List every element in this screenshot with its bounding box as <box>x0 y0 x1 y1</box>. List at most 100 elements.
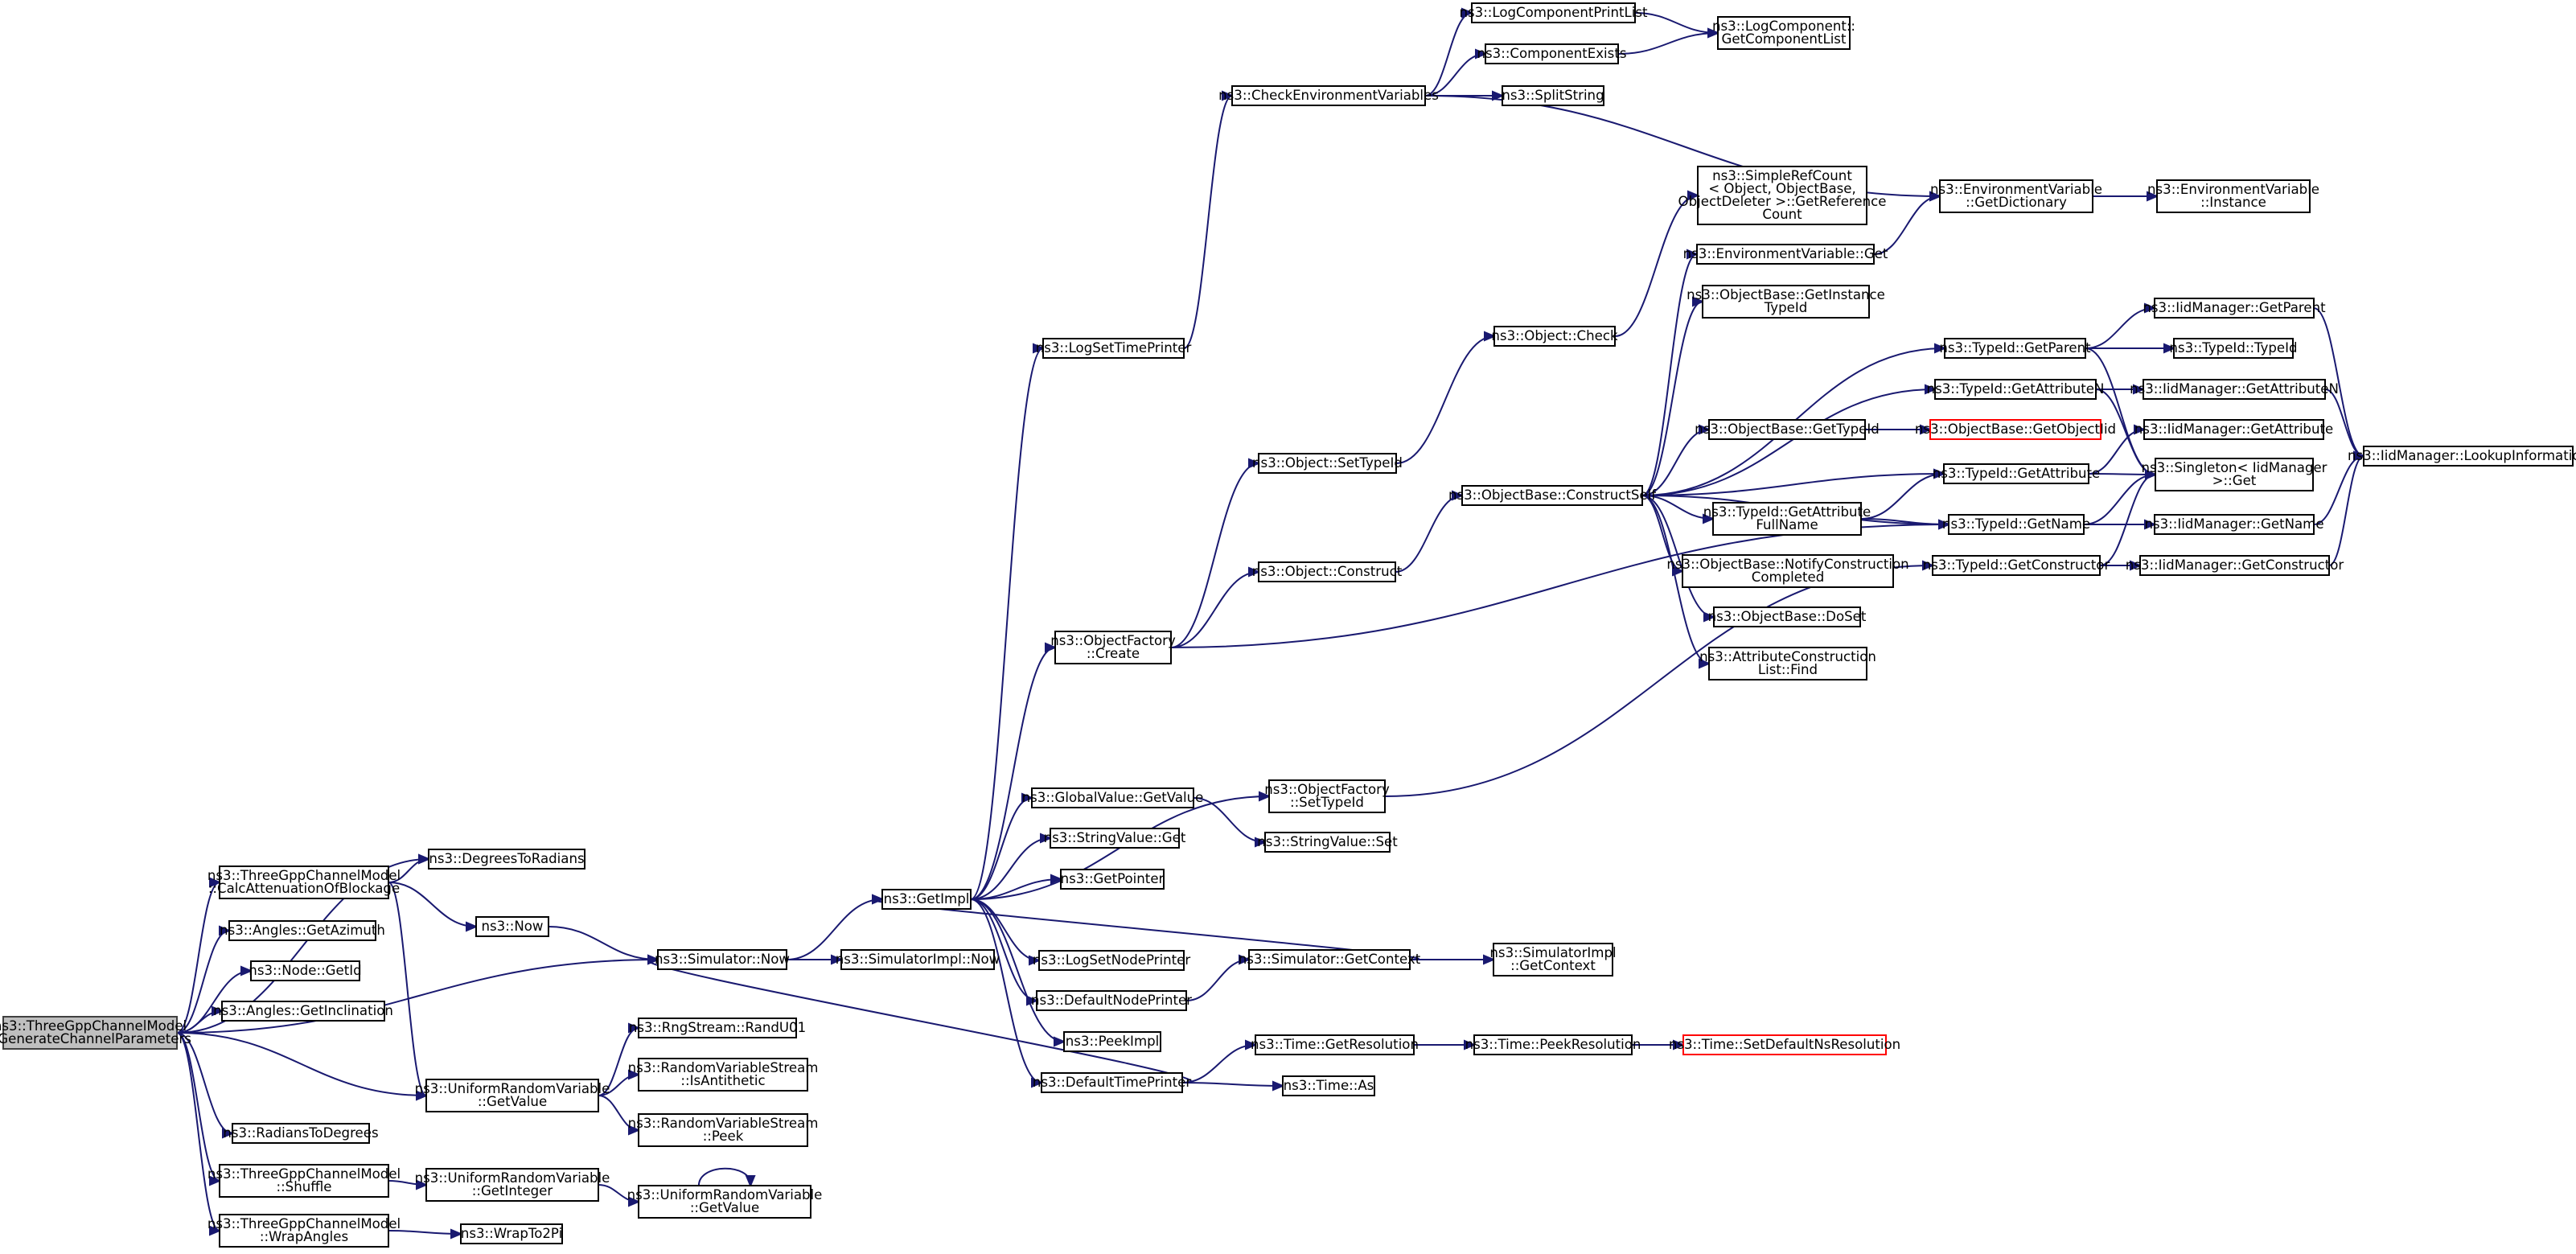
function-node-label: ns3::EnvironmentVariable <box>2147 182 2319 197</box>
function-node-peek[interactable]: ns3::RandomVariableStream::Peek <box>628 1113 819 1147</box>
function-node-box <box>1060 869 1165 890</box>
function-node-tidgetattr[interactable]: ns3::TypeId::GetAttribute <box>1933 463 2100 484</box>
arrow-head <box>628 1069 641 1080</box>
function-node-deg2rad[interactable]: ns3::DegreesToRadians <box>428 849 585 870</box>
function-node-splitstring[interactable]: ns3::SplitString <box>1502 85 1604 106</box>
function-node-urvgetvalue[interactable]: ns3::UniformRandomVariable::GetValue <box>415 1079 610 1112</box>
function-node-objsettypeid[interactable]: ns3::Object::SetTypeId <box>1252 453 1403 474</box>
function-node-isanti[interactable]: ns3::RandomVariableStream::IsAntithetic <box>628 1058 819 1092</box>
function-node-label: ns3::GetImpl <box>884 891 970 907</box>
function-node-simnow[interactable]: ns3::Simulator::Now <box>655 949 790 970</box>
call-edge-logsettp-to-checkenv <box>1183 90 1235 349</box>
function-node-iidgetctor[interactable]: ns3::IidManager::GetConstructor <box>2126 555 2344 576</box>
function-node-rad2deg[interactable]: ns3::RadiansToDegrees <box>223 1123 379 1144</box>
function-node-tidgetctor[interactable]: ns3::TypeId::GetConstructor <box>1923 555 2110 576</box>
function-node-peekimpl[interactable]: ns3::PeekImpl <box>1063 1031 1161 1052</box>
function-node-iidlookup[interactable]: ns3::IidManager::LookupInformation <box>2348 446 2576 467</box>
function-node-compexists[interactable]: ns3::ComponentExists <box>1477 43 1627 64</box>
function-node-shuffle[interactable]: ns3::ThreeGppChannelModel::Shuffle <box>207 1164 401 1198</box>
function-node-defnp[interactable]: ns3::DefaultNodePrinter <box>1031 990 1192 1011</box>
function-node-label: ns3::UniformRandomVariable <box>415 1081 610 1096</box>
function-node-calc[interactable]: ns3::ThreeGppChannelModel::CalcAttenuati… <box>207 865 401 899</box>
function-node-svget[interactable]: ns3::StringValue::Get <box>1044 828 1186 849</box>
function-node-logsettp[interactable]: ns3::LogSetTimePrinter <box>1036 338 1192 359</box>
call-edge-line <box>548 926 659 960</box>
arrow-head <box>1272 1080 1285 1092</box>
call-edge-iidgetctor-to-iidlookup <box>2328 450 2366 566</box>
function-node-simplerefcount[interactable]: ns3::SimpleRefCount< Object, ObjectBase,… <box>1678 166 1887 225</box>
function-node-box <box>1473 1034 1633 1055</box>
function-node-tidtypeid[interactable]: ns3::TypeId::TypeId <box>2169 338 2298 359</box>
function-node-root[interactable]: ns3::ThreeGppChannelModel::GenerateChann… <box>0 1016 191 1050</box>
function-node-iidgetattr[interactable]: ns3::IidManager::GetAttribute <box>2134 419 2333 440</box>
function-node-now[interactable]: ns3::Now <box>475 916 549 937</box>
function-node-iidgetparent[interactable]: ns3::IidManager::GetParent <box>2143 298 2326 319</box>
function-node-obdoset[interactable]: ns3::ObjectBase::DoSet <box>1708 606 1867 627</box>
function-node-timepeekres[interactable]: ns3::Time::PeekResolution <box>1465 1034 1641 1055</box>
function-node-svset[interactable]: ns3::StringValue::Set <box>1257 832 1398 853</box>
function-node-nodegetid[interactable]: ns3::Node::GetId <box>249 960 362 981</box>
function-node-timeas[interactable]: ns3::Time::As <box>1282 1075 1375 1096</box>
function-node-label: ns3::UniformRandomVariable <box>627 1187 823 1203</box>
function-node-box <box>1934 379 2097 400</box>
function-node-deftp[interactable]: ns3::DefaultTimePrinter <box>1033 1072 1192 1093</box>
call-edge-line <box>176 1032 427 1096</box>
function-node-tidgetattrn[interactable]: ns3::TypeId::GetAttributeN <box>1927 379 2105 400</box>
arrow-head <box>628 1124 641 1136</box>
function-node-urvgetvalue2[interactable]: ns3::UniformRandomVariable::GetValue <box>627 1185 823 1219</box>
function-node-singleton[interactable]: ns3::Singleton< IidManager>::Get <box>2141 458 2327 491</box>
function-node-urvgetint[interactable]: ns3::UniformRandomVariable::GetInteger <box>415 1168 610 1202</box>
call-edge-line <box>786 898 883 960</box>
function-node-label: ns3::GetPointer <box>1061 871 1165 886</box>
function-node-wrapto2pi[interactable]: ns3::WrapTo2Pi <box>460 1223 563 1244</box>
arrow-head <box>628 1196 641 1207</box>
function-node-simimplnow[interactable]: ns3::SimulatorImpl::Now <box>836 949 1000 970</box>
function-node-box <box>2156 179 2311 213</box>
function-node-obconstructself[interactable]: ns3::ObjectBase::ConstructSelf <box>1448 485 1657 506</box>
function-node-ofcreate[interactable]: ns3::ObjectFactory::Create <box>1050 631 1176 664</box>
function-node-logcgetcl[interactable]: ns3::LogComponent::GetComponentList <box>1712 16 1855 50</box>
function-node-label: ns3::IidManager::GetName <box>2144 516 2323 532</box>
arrow-head <box>209 877 222 888</box>
call-edge-simgetctx-to-simimplgetctx <box>1410 954 1496 965</box>
function-node-iidgetattrn[interactable]: ns3::IidManager::GetAttributeN <box>2130 379 2339 400</box>
arrow-head <box>1687 190 1700 201</box>
function-node-gvgetvalue[interactable]: ns3::GlobalValue::GetValue <box>1022 787 1204 808</box>
function-node-envget[interactable]: ns3::EnvironmentVariable::Get <box>1683 244 1888 265</box>
function-node-tidgetname[interactable]: ns3::TypeId::GetName <box>1942 514 2090 535</box>
function-node-label: ::Instance <box>2200 195 2266 210</box>
function-node-azimuth[interactable]: ns3::Angles::GetAzimuth <box>220 920 385 941</box>
function-node-timegetres[interactable]: ns3::Time::GetResolution <box>1251 1034 1419 1055</box>
call-edge-line <box>1181 1082 1284 1087</box>
function-node-tidgetparent[interactable]: ns3::TypeId::GetParent <box>1939 338 2091 359</box>
function-node-inclination[interactable]: ns3::Angles::GetInclination <box>213 1001 393 1022</box>
call-edge-line <box>1614 195 1699 337</box>
function-node-obgetobjtid[interactable]: ns3::ObjectBase::GetObjectIid <box>1915 419 2116 440</box>
function-node-randu01[interactable]: ns3::RngStream::RandU01 <box>629 1018 806 1038</box>
function-node-obgettypeid[interactable]: ns3::ObjectBase::GetTypeId <box>1695 419 1880 440</box>
function-node-getimpl[interactable]: ns3::GetImpl <box>881 889 972 910</box>
function-node-logcpl[interactable]: ns3::LogComponentPrintList <box>1459 2 1648 23</box>
function-node-ofsettypeid[interactable]: ns3::ObjectFactory::SetTypeId <box>1264 779 1390 813</box>
function-node-obnotify[interactable]: ns3::ObjectBase::NotifyConstructionCompl… <box>1666 554 1909 588</box>
call-edge-urvgetvalue-to-isanti <box>598 1069 641 1096</box>
function-node-simimplgetctx[interactable]: ns3::SimulatorImpl::GetContext <box>1489 943 1617 976</box>
function-node-wrapangles[interactable]: ns3::ThreeGppChannelModel::WrapAngles <box>207 1214 401 1248</box>
function-node-objconstruct[interactable]: ns3::Object::Construct <box>1252 561 1403 582</box>
function-node-iidgetname[interactable]: ns3::IidManager::GetName <box>2144 514 2324 535</box>
function-node-label: ns3::ObjectBase::DoSet <box>1708 609 1867 624</box>
call-edge-line <box>1617 32 1719 55</box>
function-node-checkenv[interactable]: ns3::CheckEnvironmentVariables <box>1218 85 1439 106</box>
function-node-getpointer[interactable]: ns3::GetPointer <box>1060 869 1165 890</box>
function-node-envinst[interactable]: ns3::EnvironmentVariable::Instance <box>2147 179 2319 213</box>
arrow-head <box>1703 513 1715 524</box>
function-node-simgetctx[interactable]: ns3::Simulator::GetContext <box>1239 949 1421 970</box>
function-node-timesetdef[interactable]: ns3::Time::SetDefaultNsResolution <box>1669 1034 1900 1055</box>
call-edge-getimpl-to-logsettp <box>970 343 1046 900</box>
function-node-envgetdict[interactable]: ns3::EnvironmentVariable::GetDictionary <box>1930 179 2102 213</box>
function-node-objcheck[interactable]: ns3::Object::Check <box>1491 326 1618 347</box>
function-node-logsetnp[interactable]: ns3::LogSetNodePrinter <box>1033 950 1190 971</box>
